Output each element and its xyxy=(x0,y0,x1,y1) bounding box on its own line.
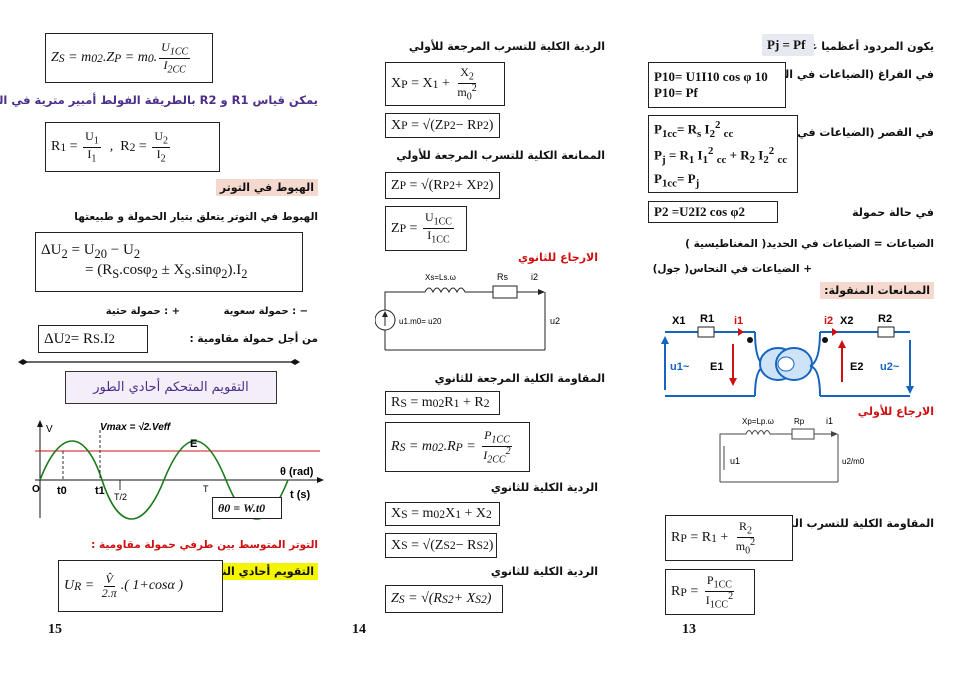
graph-time: t (s) xyxy=(290,489,311,501)
primary-circuit: Xp=Lp.ω Rp i1 u1 u2/m0 xyxy=(719,416,865,483)
eq-theta0: θ0 = W.t0 xyxy=(212,497,282,519)
graph-v-label: V xyxy=(46,424,53,435)
tr-i1: i1 xyxy=(734,315,743,327)
graph-theta: θ (rad) xyxy=(280,466,314,478)
heading-ref-primary: الارجاع للأولي xyxy=(857,405,934,418)
label-rp: Rp xyxy=(794,417,805,426)
graph-t1: t1 xyxy=(95,485,105,497)
tr-r2: R2 xyxy=(878,313,892,325)
eq-p2: P2 =U2I2 cos φ2 xyxy=(648,201,778,223)
tr-e1: E1 xyxy=(710,361,723,373)
for-resistive-load: من أجل حمولة مقاومية : xyxy=(189,333,319,345)
load-inductive: + : حمولة حثية xyxy=(105,306,180,317)
graph-t-half: T/2 xyxy=(114,492,127,502)
title-controlled-rectifier: التقويم المتحكم أحادي الطور xyxy=(65,371,277,404)
heading-xs: الردية الكلية للثانوي xyxy=(490,481,598,494)
label-xs: Xs=Ls.ω xyxy=(425,273,456,282)
tr-u2: u2~ xyxy=(880,361,900,373)
divider xyxy=(18,359,300,365)
eq-p10: P10= U1I10 cos φ 10 P10= Pf xyxy=(648,62,786,108)
label-i2: i2 xyxy=(531,272,538,282)
tr-u1: u1~ xyxy=(670,361,690,373)
text-voltage-drop: الهبوط في التوتر يتعلق بتيار الحمولة و ط… xyxy=(74,211,318,223)
tr-i2: i2 xyxy=(824,315,833,327)
heading-xp: الردية الكلية للتسرب المرجعة للأولي xyxy=(408,40,605,53)
heading-zp: الممانعة الكلية للتسرب المرجعة للأولي xyxy=(396,149,605,162)
load-capacitive: − : حمولة سعوية xyxy=(223,306,308,317)
halfwave-label: التقويم أحادي النوبة xyxy=(200,563,318,580)
heading-impedances: الممانعات المنقولة: xyxy=(820,282,934,299)
graph-origin: O xyxy=(32,484,40,495)
load-label: في حالة حمولة xyxy=(852,206,934,219)
label-u1m0: u1.m0= u20 xyxy=(399,317,442,326)
tr-r1: R1 xyxy=(700,313,714,325)
eq-short-circuit: P1cc= Rs I22 cc Pj = R1 I12 cc + R2 I22 … xyxy=(648,115,798,193)
heading-ref-secondary: الارجاع للثانوي xyxy=(517,251,598,264)
heading-rs: المقاومة الكلية المرجعة للثانوي xyxy=(434,372,605,385)
avg-voltage-text: التوتر المتوسط بين طرفي حمولة مقاومية : xyxy=(91,539,318,551)
tr-x1: X1 xyxy=(672,315,685,327)
note-r-measure: يمكن قياس R1 و R2 بالطريقة الفولط أمبير … xyxy=(0,93,318,107)
page-13: يكون المردود أعظميا عندما Pj = Pf في الف… xyxy=(630,0,960,678)
page-number-13: 13 xyxy=(682,622,696,637)
losses-line-1: الضياعات = الضياعات في الحديد( المغناطيس… xyxy=(685,238,934,250)
losses-line-2: + الضياعات في النحاس( جول) xyxy=(652,263,812,275)
max-efficiency-text: يكون المردود أعظميا عندما xyxy=(788,40,934,53)
tr-e2: E2 xyxy=(850,361,863,373)
eq-p10-a: P10= U1I10 cos φ 10 xyxy=(654,69,768,84)
label-rs: Rs xyxy=(497,272,508,282)
heading-zs: الردية الكلية للثانوي xyxy=(490,565,598,578)
label-u2m0: u2/m0 xyxy=(842,457,865,466)
graph-t0: t0 xyxy=(57,485,67,497)
graph-t-full: T xyxy=(203,484,209,494)
label-u2: u2 xyxy=(550,316,560,326)
transformer-diagram: X1 R1 i1 i2 X2 R2 u1~ E1 E2 u2~ xyxy=(661,313,914,397)
eq-p10-b: P10= Pf xyxy=(654,85,698,100)
rectifier-graph: V Vmax = √2.Veff E θ (rad) t (s) O t0 t1… xyxy=(32,420,324,520)
heading-voltage-drop: الهبوط في التوتر xyxy=(215,179,318,196)
vacuum-label: في الفراغ (الضياعات في الحديد ) : xyxy=(743,68,934,81)
label-i1-secondary: i1 xyxy=(826,416,833,426)
page-number-14: 14 xyxy=(352,622,366,637)
label-xp: Xp=Lp.ω xyxy=(742,417,774,426)
eq-delta-u2: ΔU2 = U20 − U2 = (RS.cosφ2 ± XS.sinφ2).I… xyxy=(35,232,303,292)
secondary-circuit: Xs=Ls.ω Rs i2 u1.m0= u20 u2 xyxy=(375,272,560,351)
tr-x2: X2 xyxy=(840,315,853,327)
graph-e-label: E xyxy=(190,438,197,450)
eq-pj-pf: Pj = Pf xyxy=(762,34,814,56)
graph-vmax: Vmax = √2.Veff xyxy=(100,422,172,433)
page-number-15: 15 xyxy=(48,622,62,637)
label-u1: u1 xyxy=(730,456,740,466)
